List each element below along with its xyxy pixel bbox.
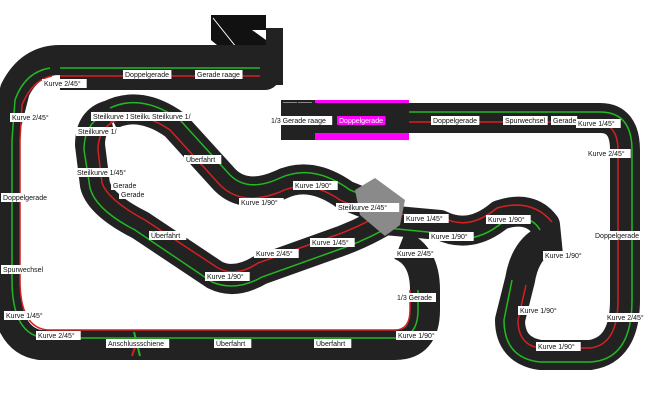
track-label-raage-top: raage bbox=[222, 72, 240, 79]
label-background bbox=[396, 331, 441, 340]
track-label-ueberfahrt-bottom-1: Überfahrt bbox=[216, 340, 245, 348]
label-background bbox=[518, 306, 563, 315]
label-background bbox=[404, 214, 449, 223]
label-background bbox=[123, 70, 172, 79]
track-label-kurve-145-inner: Kurve 1/45° bbox=[312, 239, 349, 247]
track-label-gerade-top: Gerade bbox=[197, 72, 220, 79]
label-background bbox=[91, 112, 144, 121]
label-background bbox=[576, 119, 621, 128]
track-label-kurve-245-inner: Kurve 2/45° bbox=[256, 250, 293, 258]
label-background bbox=[536, 342, 581, 351]
track-label-kurve-190-mid: Kurve 1/90° bbox=[431, 233, 468, 241]
track-label-gerade-1-3-right: 1/3 Gerade bbox=[397, 295, 432, 302]
track-label-kurve-145-r: Kurve 1/45° bbox=[406, 215, 443, 223]
track-label-doppelgerade-top: Doppelgerade bbox=[125, 72, 169, 79]
label-background bbox=[106, 339, 170, 348]
track-label-doppelgerade-magenta: Doppelgerade bbox=[339, 118, 383, 125]
track-label-kurve-right-low: Kurve 2/45° bbox=[607, 314, 644, 322]
track-label-steilkurve-1: Steilkurve 1/ bbox=[78, 129, 117, 136]
track-label-doppelgerade-right: Doppelgerade bbox=[595, 233, 639, 240]
track-label-ueberfahrt-inner-1: Überfahrt bbox=[186, 156, 215, 164]
label-background bbox=[220, 70, 243, 79]
label-background bbox=[111, 181, 138, 190]
right-track bbox=[281, 103, 640, 370]
label-background bbox=[314, 339, 352, 348]
label-background bbox=[395, 249, 440, 258]
track-label-doppelgerade-right-top: Doppelgerade bbox=[433, 118, 477, 125]
label-background bbox=[395, 293, 436, 302]
track-label-kurve-top-left: Kurve 2/45° bbox=[44, 80, 81, 88]
track-label-kurve-245-r2: Kurve 2/45° bbox=[397, 250, 434, 258]
label-background bbox=[586, 149, 631, 158]
label-background bbox=[310, 238, 355, 247]
track-label-gerade-right: Gerade bbox=[553, 118, 576, 125]
label-background bbox=[486, 215, 531, 224]
label-background bbox=[205, 272, 250, 281]
track-label-spurwechsel-left: Spurwechsel bbox=[3, 267, 44, 274]
label-background bbox=[293, 181, 338, 190]
label-background bbox=[429, 232, 474, 241]
label-background bbox=[149, 231, 187, 240]
label-background bbox=[543, 251, 588, 260]
outer-track bbox=[0, 45, 440, 360]
label-background bbox=[195, 70, 222, 79]
track-label-kurve-190-r4: Kurve 1/90° bbox=[538, 343, 575, 351]
track-label-kurve-right-top: Kurve 1/45° bbox=[578, 120, 615, 128]
track-label-kurve-190-a: Kurve 1/90° bbox=[241, 199, 278, 207]
label-background bbox=[10, 113, 55, 122]
track-label-steilkurve-245: Steilkurve 2/45° bbox=[338, 204, 387, 212]
label-background bbox=[337, 116, 386, 125]
label-background bbox=[36, 331, 81, 340]
label-background bbox=[254, 249, 299, 258]
track-label-kurve-left-lower: Kurve 1/45° bbox=[6, 312, 43, 320]
label-background bbox=[551, 116, 578, 125]
track-label-steilkurve-145: Steilkurve 1/45° bbox=[77, 169, 126, 177]
label-background bbox=[150, 112, 203, 121]
track-label-kurve-right-2: Kurve 2/45° bbox=[588, 150, 625, 158]
label-background bbox=[76, 127, 129, 136]
track-label-kurve-190-c: Kurve 1/90° bbox=[207, 273, 244, 281]
label-background bbox=[431, 116, 480, 125]
track-label-kurve-190-r1: Kurve 1/90° bbox=[488, 216, 525, 224]
label-background bbox=[269, 116, 333, 125]
track-label-steilkurve-1-3: Steilkurve 1/ bbox=[130, 114, 169, 121]
label-background bbox=[239, 198, 284, 207]
label-background bbox=[75, 168, 139, 177]
track-label-kurve-190-r2: Kurve 1/90° bbox=[545, 252, 582, 260]
label-background bbox=[593, 231, 642, 240]
label-background bbox=[503, 116, 548, 125]
track-label-kurve-190-b: Kurve 1/90° bbox=[295, 182, 332, 190]
label-background bbox=[336, 203, 400, 212]
label-background bbox=[1, 265, 46, 274]
track-label-gerade-inner: Gerade bbox=[113, 183, 136, 190]
track-label-doppelgerade-left: Doppelgerade bbox=[3, 195, 47, 202]
track-label-kurve-bottom-right: Kurve 1/90° bbox=[398, 332, 435, 340]
label-background bbox=[184, 155, 222, 164]
label-background bbox=[1, 193, 50, 202]
track-label-gerade-1-3-raage: 1/3 Gerade raage bbox=[271, 118, 326, 125]
track-label-steilkurve-1-2: Steilkurve 1/ bbox=[93, 114, 132, 121]
label-background bbox=[214, 339, 252, 348]
track-label-spurwechsel-right: Spurwechsel bbox=[505, 118, 546, 125]
track-label-ueberfahrt-inner-2: Überfahrt bbox=[151, 232, 180, 240]
label-background bbox=[42, 79, 87, 88]
label-background bbox=[4, 311, 49, 320]
track-label-kurve-bottom-left: Kurve 2/45° bbox=[38, 332, 75, 340]
track-label-steilkurve-1-4: Steilkurve 1/ bbox=[152, 114, 191, 121]
label-background bbox=[605, 313, 650, 322]
track-label-gerade-inner-2: Gerade bbox=[121, 192, 144, 199]
track-label-kurve-190-r3: Kurve 1/90° bbox=[520, 307, 557, 315]
track-label-kurve-left-upper: Kurve 2/45° bbox=[12, 114, 49, 122]
label-background bbox=[119, 190, 146, 199]
track-label-anschlussschiene: Anschlussschiene bbox=[108, 341, 164, 348]
track-label-ueberfahrt-bottom-2: Überfahrt bbox=[316, 340, 345, 348]
